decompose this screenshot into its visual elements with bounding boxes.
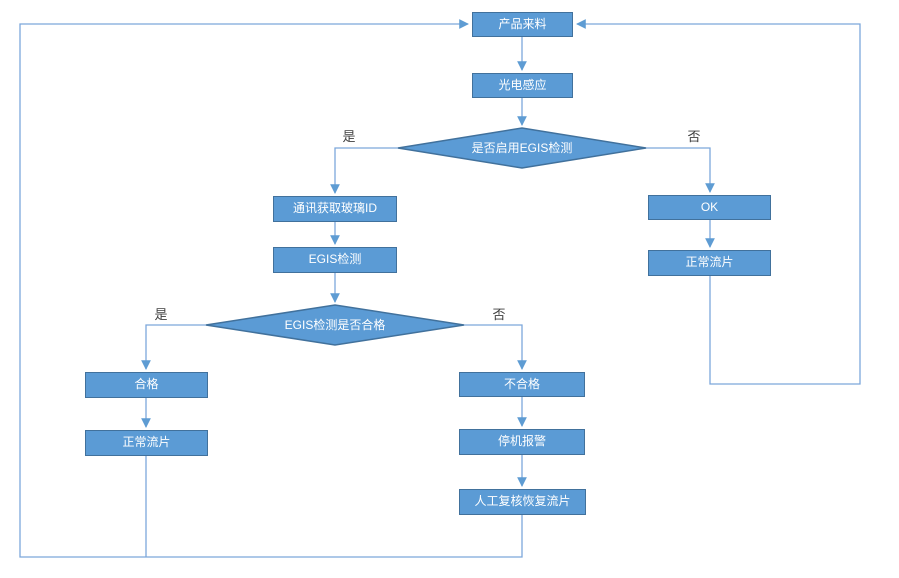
decision-enable-egis-shape <box>397 127 647 169</box>
edge-leftloop-to-product <box>19 19 523 558</box>
node-ok: OK <box>648 195 771 220</box>
node-normal-flow-left: 正常流片 <box>85 430 208 456</box>
node-egis-inspect: EGIS检测 <box>273 247 397 273</box>
edge-decision1-no-to-ok <box>646 147 715 193</box>
branch-label-enable-yes: 是 <box>342 129 355 144</box>
decision-enable-egis-label: 是否启用EGIS检测 <box>472 140 573 155</box>
edge-rightloop-to-product <box>576 19 861 385</box>
node-product-incoming: 产品来料 <box>472 12 573 37</box>
node-stop-alarm: 停机报警 <box>459 429 585 455</box>
node-manual-recover: 人工复核恢复流片 <box>459 489 586 515</box>
node-photo-sensor: 光电感应 <box>472 73 573 98</box>
node-normal-flow-right: 正常流片 <box>648 250 771 276</box>
decision-egis-pass-label: EGIS检测是否合格 <box>285 317 386 332</box>
edge-decision2-yes-to-qualified <box>141 324 206 370</box>
node-qualified: 合格 <box>85 372 208 398</box>
branch-label-enable-no: 否 <box>687 129 700 144</box>
branch-label-pass-no: 否 <box>492 307 505 322</box>
decision-egis-pass-shape <box>205 304 465 346</box>
edge-decision1-yes-to-glassid <box>330 147 398 194</box>
edge-decision2-no-to-unqualified <box>464 324 527 370</box>
node-get-glass-id: 通讯获取玻璃ID <box>273 196 397 222</box>
node-unqualified: 不合格 <box>459 372 585 397</box>
branch-label-pass-yes: 是 <box>154 307 167 322</box>
